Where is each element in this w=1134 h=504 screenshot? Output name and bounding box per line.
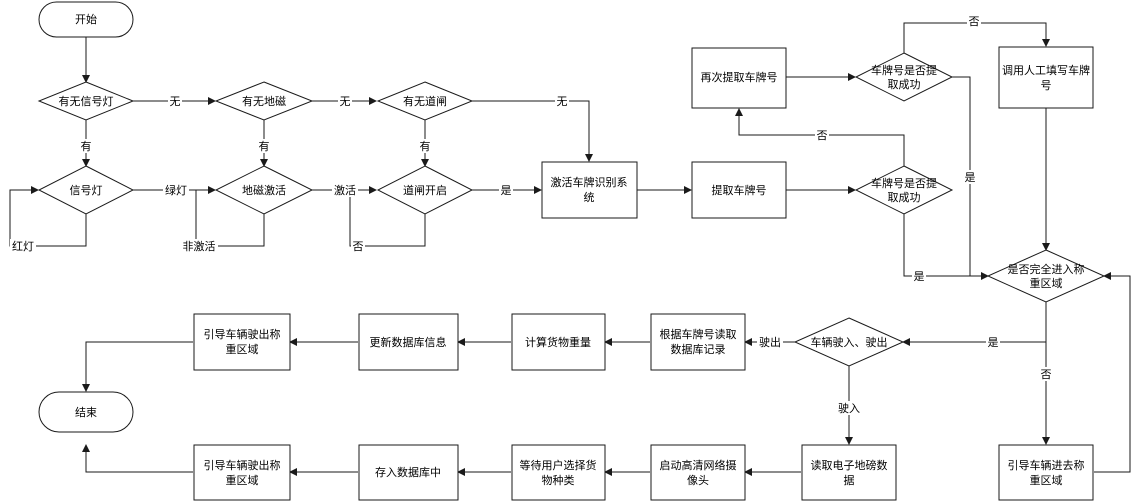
store-db-box xyxy=(358,444,459,501)
activate-lpr-label-1: 激活车牌识别系 xyxy=(551,175,628,189)
edge-label-no-plate-2: 否 xyxy=(969,15,980,28)
geomag-active-diamond xyxy=(214,165,314,215)
plate-ok-2-label-2: 取成功 xyxy=(888,78,921,91)
re-extract-label: 再次提取车牌号 xyxy=(701,70,778,84)
edge-label-no-gate: 否 xyxy=(353,240,364,253)
guide-out-2-label-1: 引导车辆驶出称 xyxy=(204,458,281,472)
start-terminal xyxy=(38,1,134,38)
fully-in-diamond xyxy=(986,249,1106,303)
camera-label-2: 像头 xyxy=(687,474,709,487)
edge-label-none-2: 无 xyxy=(340,95,351,108)
activate-lpr-label-2: 统 xyxy=(584,191,595,204)
read-scale-box xyxy=(801,444,897,501)
activate-lpr-box xyxy=(541,161,638,219)
edge-fullyin-enterexit xyxy=(902,302,1047,346)
read-db-label-2: 数据库记录 xyxy=(671,342,726,356)
plate-ok-1-label-2: 取成功 xyxy=(888,191,921,204)
guide-out-2-label-2: 重区域 xyxy=(226,473,259,487)
edge-label-red: 红灯 xyxy=(12,240,34,253)
end-label: 结束 xyxy=(75,406,97,419)
edge-label-activated: 激活 xyxy=(334,183,356,197)
extract-plate-label: 提取车牌号 xyxy=(712,183,767,197)
fully-in-label-2: 重区域 xyxy=(1030,276,1063,290)
geomag-question-diamond xyxy=(214,81,314,121)
edge-label-green: 绿灯 xyxy=(165,183,187,197)
wait-user-box xyxy=(511,444,606,501)
edge-labels: 无 无 无 有 有 有 绿灯 红灯 激活 非激活 否 是 否 否 是 是 是 否 xyxy=(10,14,1053,415)
edge-label-none-1: 无 xyxy=(170,95,181,108)
read-scale-label-1: 读取电子地磅数 xyxy=(811,458,888,472)
plate-ok-1-diamond xyxy=(854,165,954,215)
re-extract-box xyxy=(691,47,787,109)
extract-plate-box xyxy=(691,161,787,219)
edge-label-has-3: 有 xyxy=(420,139,431,153)
update-db-label: 更新数据库信息 xyxy=(370,335,447,349)
plate-ok-1-label-1: 车牌号是否提 xyxy=(871,176,937,190)
edge-label-has-2: 有 xyxy=(259,139,270,153)
edge-gateq-activate xyxy=(472,100,593,162)
shapes xyxy=(37,1,1106,501)
edge-label-no-plate-1: 否 xyxy=(817,129,828,142)
edge-guidein-fullyin xyxy=(1094,272,1131,473)
edge-label-yes-gate: 是 xyxy=(501,184,512,197)
calc-weight-box xyxy=(511,313,606,371)
gate-question-diamond xyxy=(376,81,474,121)
gate-open-diamond xyxy=(376,165,474,215)
edge-label-none-3: 无 xyxy=(557,95,568,108)
wait-user-label-2: 物种类 xyxy=(542,473,575,487)
edge-label-drive-out: 驶出 xyxy=(759,335,781,349)
edge-label-yes-plate-2: 是 xyxy=(965,171,976,184)
enter-exit-label: 车辆驶入、驶出 xyxy=(811,335,888,349)
edge-label-no-fully: 否 xyxy=(1041,368,1052,381)
enter-exit-diamond xyxy=(793,317,905,367)
plate-ok-2-diamond xyxy=(854,52,954,102)
signal-diamond xyxy=(37,165,135,215)
camera-box xyxy=(650,444,746,501)
edge-guideout2-end xyxy=(82,444,193,473)
manual-plate-label-1: 调用人工填写车牌 xyxy=(1002,63,1090,77)
read-scale-label-2: 据 xyxy=(844,473,855,487)
edge-label-yes-plate-1: 是 xyxy=(914,270,925,283)
edge-gateopen-loop xyxy=(349,189,426,247)
read-db-box xyxy=(650,313,746,371)
wait-user-label-1: 等待用户选择货 xyxy=(520,458,597,472)
camera-label-1: 启动高清网络摄 xyxy=(660,458,737,472)
update-db-box xyxy=(358,313,459,371)
gate-open-label: 道闸开启 xyxy=(403,183,447,197)
edge-label-has-1: 有 xyxy=(81,139,92,153)
guide-in-label-1: 引导车辆进去称 xyxy=(1008,458,1085,472)
guide-in-box xyxy=(998,444,1094,501)
edge-plateok1-fullyin xyxy=(903,214,989,280)
edge-plateok2-fullyin xyxy=(952,76,971,276)
edge-label-drive-in: 驶入 xyxy=(838,401,860,415)
guide-out-1-label-2: 重区域 xyxy=(226,342,259,356)
start-label: 开始 xyxy=(75,12,97,26)
guide-in-label-2: 重区域 xyxy=(1030,473,1063,487)
edge-label-not-activated: 非激活 xyxy=(183,239,216,253)
plate-ok-2-label-1: 车牌号是否提 xyxy=(871,63,937,77)
end-terminal xyxy=(38,391,134,433)
signal-question-diamond xyxy=(37,81,135,121)
manual-plate-box xyxy=(998,46,1094,109)
guide-out-1-label-1: 引导车辆驶出称 xyxy=(204,327,281,341)
node-texts: 开始 结束 有无信号灯 有无地磁 有无道闸 信号灯 地磁激活 道闸开启 激活车牌… xyxy=(59,12,1091,487)
edge-label-yes-fully: 是 xyxy=(988,336,999,349)
fully-in-label-1: 是否完全进入称 xyxy=(1008,262,1085,276)
guide-out-2-box xyxy=(193,444,291,501)
connectors xyxy=(9,22,1131,476)
guide-out-1-box xyxy=(193,313,291,371)
edge-guideout1-end xyxy=(82,341,193,392)
manual-plate-label-2: 号 xyxy=(1041,79,1052,92)
calc-weight-label: 计算货物重量 xyxy=(525,335,591,349)
geomag-question-label: 有无地磁 xyxy=(242,94,286,108)
geomag-active-label: 地磁激活 xyxy=(242,183,286,197)
store-db-label: 存入数据库中 xyxy=(375,465,441,479)
gate-question-label: 有无道闸 xyxy=(403,94,447,108)
signal-question-label: 有无信号灯 xyxy=(59,94,114,108)
read-db-label-1: 根据车牌号读取 xyxy=(660,327,737,341)
signal-label: 信号灯 xyxy=(70,184,103,197)
